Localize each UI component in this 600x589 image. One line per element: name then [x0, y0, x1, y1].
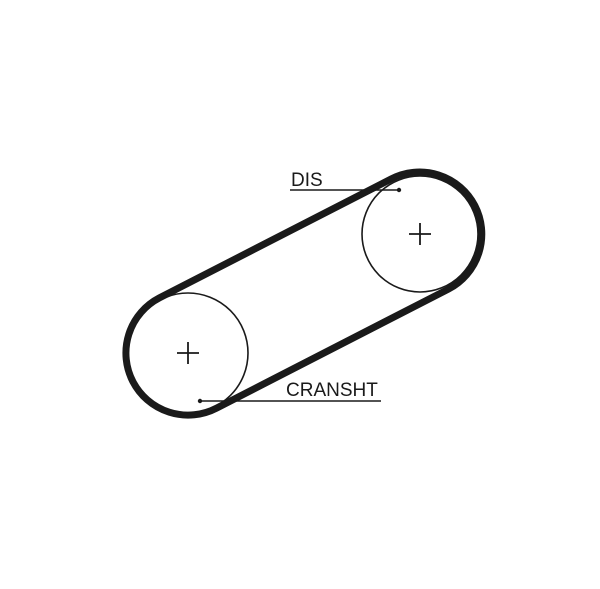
belt-outline — [122, 168, 486, 419]
pulley-dis — [361, 175, 479, 293]
pulley-cransht-circle — [127, 292, 249, 414]
dis-callout: DIS — [290, 170, 402, 193]
pulley-dis-circle — [361, 175, 479, 293]
cransht-leader-dot — [197, 398, 203, 404]
pulley-cransht — [127, 292, 249, 414]
cransht-callout: CRANSHT — [197, 380, 381, 404]
dis-leader-dot — [396, 187, 402, 193]
timing-belt — [122, 168, 486, 419]
dis-label: DIS — [291, 170, 323, 191]
cransht-label: CRANSHT — [286, 380, 378, 401]
